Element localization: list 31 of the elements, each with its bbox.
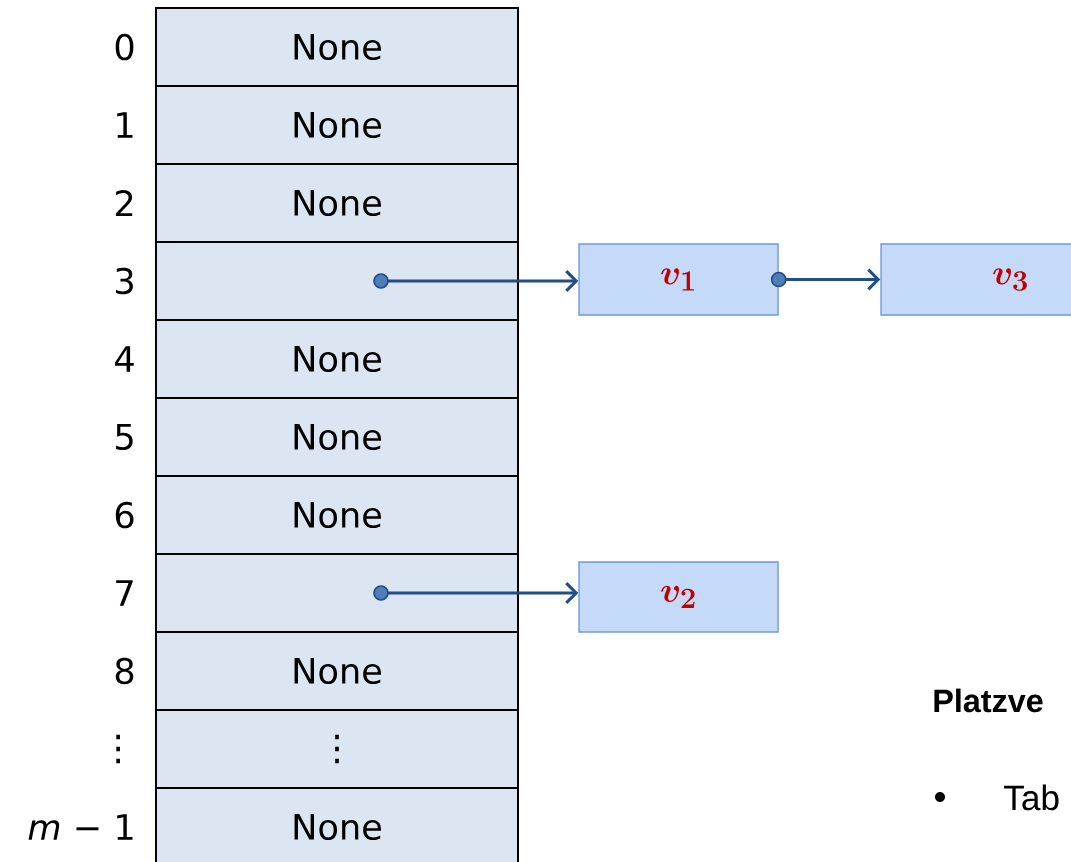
row-index: 0 (115, 33, 134, 61)
table-cell: None (155, 7, 519, 87)
row-index: 6 (115, 501, 134, 529)
row-index: 3 (116, 267, 133, 295)
table-cell: None (155, 397, 519, 477)
row-index: 8 (115, 657, 134, 685)
arrow (373, 270, 579, 292)
row-index: 4 (115, 346, 134, 372)
row-index: ⋮ (116, 734, 120, 764)
list-node-box: $v_3$ (880, 243, 1071, 316)
row-index: 1 (117, 112, 133, 138)
table-cell: None (155, 85, 519, 165)
table-cell: None (155, 319, 519, 399)
list-node-box: $v_1$ (578, 243, 779, 316)
node-label: None (294, 813, 381, 841)
arrow (770, 268, 881, 291)
table-cell (155, 553, 519, 633)
table-cell: None (155, 163, 519, 243)
list-node-box: $v_2$ (578, 561, 779, 633)
arrow (373, 582, 579, 604)
row-index: 2 (115, 189, 133, 217)
heading: Platzve (934, 688, 1043, 713)
row-index: 5 (116, 423, 133, 451)
table-cell (155, 241, 519, 321)
row-index: 7 (116, 580, 133, 606)
table-cell: ⋮ (155, 709, 519, 789)
bullet-text: Tab (1004, 784, 1059, 811)
table-cell: None (155, 475, 519, 555)
row-index: m − 1 (28, 814, 133, 840)
table-cell: None (155, 787, 519, 862)
table-cell: None (155, 631, 519, 711)
